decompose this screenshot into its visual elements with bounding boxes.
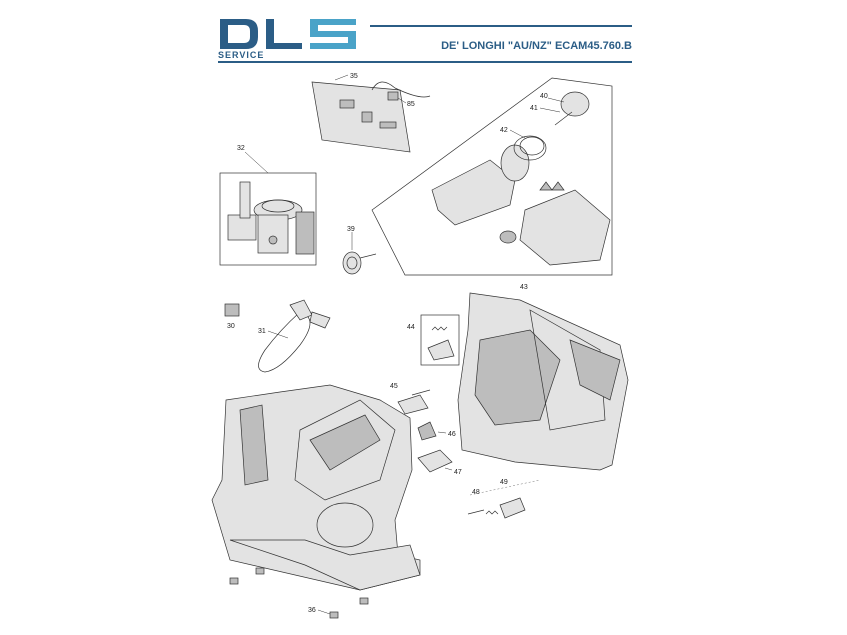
callout-31: 31 bbox=[258, 328, 266, 335]
callout-36: 36 bbox=[308, 607, 316, 614]
callout-44: 44 bbox=[407, 324, 415, 331]
dls-logo bbox=[218, 17, 358, 63]
feet-part bbox=[229, 567, 369, 619]
small-bracket-part bbox=[397, 389, 431, 415]
callout-35: 35 bbox=[350, 73, 358, 80]
guide-rail-part bbox=[417, 449, 453, 473]
callout-85: 85 bbox=[407, 101, 415, 108]
callout-47: 47 bbox=[454, 469, 462, 476]
callout-46: 46 bbox=[448, 431, 456, 438]
callout-39: 39 bbox=[347, 226, 355, 233]
clip-part bbox=[417, 421, 437, 441]
control-board-part bbox=[311, 81, 431, 153]
callout-48: 48 bbox=[472, 489, 480, 496]
gear-part bbox=[342, 251, 377, 275]
grinder-assembly-part bbox=[227, 181, 315, 255]
connector-part bbox=[224, 303, 240, 317]
callout-32: 32 bbox=[237, 145, 245, 152]
spring-lever-part bbox=[427, 326, 455, 361]
logo-subtext: SERVICE bbox=[218, 50, 265, 60]
callout-30: 30 bbox=[227, 323, 235, 330]
callout-40: 40 bbox=[540, 93, 548, 100]
power-cord-part bbox=[258, 299, 331, 373]
brewing-unit-part bbox=[431, 91, 611, 266]
side-frame-panel bbox=[457, 292, 629, 471]
main-housing-part bbox=[211, 384, 421, 591]
part-43-frame bbox=[371, 77, 613, 276]
callout-45: 45 bbox=[390, 383, 398, 390]
callout-43: 43 bbox=[520, 284, 528, 291]
callout-42: 42 bbox=[500, 127, 508, 134]
part-44-frame bbox=[420, 314, 460, 366]
dls-logo-mark bbox=[220, 19, 356, 49]
callout-49: 49 bbox=[500, 479, 508, 486]
model-title: DE' LONGHI "AU/NZ" ECAM45.760.B bbox=[441, 40, 632, 52]
header-rule-bottom bbox=[218, 61, 632, 63]
lever-spring-part bbox=[467, 497, 526, 519]
header-rule bbox=[370, 25, 632, 27]
callout-41: 41 bbox=[530, 105, 538, 112]
